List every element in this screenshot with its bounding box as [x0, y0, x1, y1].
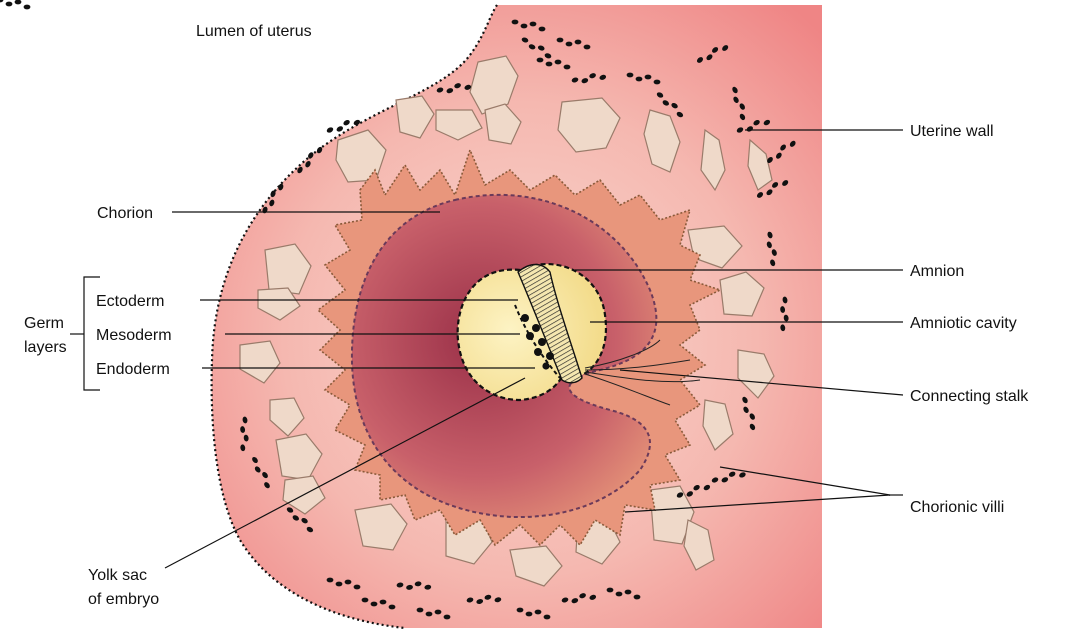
label-chorionic-villi: Chorionic villi: [910, 499, 1004, 516]
label-chorion: Chorion: [97, 205, 153, 222]
label-lumen: Lumen of uterus: [196, 23, 312, 40]
label-endoderm: Endoderm: [96, 361, 170, 378]
label-connecting-stalk: Connecting stalk: [910, 388, 1029, 405]
label-germ-layers-1: Germ: [24, 315, 64, 332]
label-amniotic-cavity: Amniotic cavity: [910, 315, 1017, 332]
label-mesoderm: Mesoderm: [96, 327, 172, 344]
label-yolk-sac-1: Yolk sac: [88, 567, 147, 584]
label-uterine-wall: Uterine wall: [910, 123, 994, 140]
label-amnion: Amnion: [910, 263, 964, 280]
label-ectoderm: Ectoderm: [96, 293, 164, 310]
label-yolk-sac-2: of embryo: [88, 591, 159, 608]
label-germ-layers-2: layers: [24, 339, 67, 356]
